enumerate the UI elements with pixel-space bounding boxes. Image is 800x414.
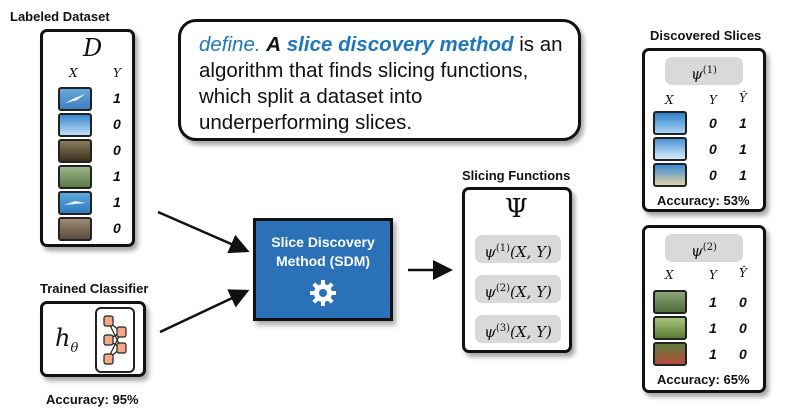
slice-2-y-1: 1	[709, 294, 717, 310]
dataset-image-bird-branch	[58, 165, 92, 189]
slice-2-yhat-2: 0	[739, 320, 747, 336]
classifier-symbol-theta: θ	[70, 340, 79, 356]
gear-icon	[310, 280, 336, 306]
discovered-title: Discovered Slices	[650, 28, 762, 43]
slice-1-y-2: 0	[709, 141, 717, 157]
dataset-image-bird-sky	[58, 87, 92, 111]
slice-2-y-2: 1	[709, 320, 717, 336]
slice-1-header: ψ(1)	[665, 57, 743, 85]
definition-lead: A	[266, 33, 282, 56]
slice-2-col-x: X	[665, 268, 674, 282]
dataset-image-gull-sky	[58, 191, 92, 215]
dataset-label-2: 0	[113, 116, 121, 132]
slice-2-header: ψ(2)	[665, 234, 743, 262]
functions-title: Slicing Functions	[462, 168, 571, 183]
arrow-classifier-to-sdm	[159, 289, 250, 334]
definition-define-word: define.	[199, 33, 261, 56]
slice-2-col-y: Y	[709, 268, 717, 282]
neural-network-icon	[95, 307, 135, 373]
dataset-col-y: Y	[113, 66, 121, 80]
dataset-title: Labeled Dataset	[10, 9, 110, 24]
dataset-label-3: 0	[113, 142, 121, 158]
slice-panel-2: ψ(2) X Y Ŷ 1 0 1 0 1 0 Accuracy: 65%	[642, 225, 766, 393]
slice-2-image-2	[653, 316, 687, 340]
classifier-accuracy: Accuracy: 95%	[46, 392, 139, 407]
sdm-line1: Slice Discovery	[271, 234, 375, 250]
dataset-image-train	[58, 139, 92, 163]
slice-1-y-3: 0	[709, 167, 717, 183]
slice-2-image-1	[653, 290, 687, 314]
function-item-3: ψ(3)(X, Y)	[475, 315, 561, 343]
slice-2-accuracy: Accuracy: 65%	[657, 372, 750, 387]
dataset-label-6: 0	[113, 220, 121, 236]
dataset-panel: D X Y 1 0 0 1 1 0	[40, 29, 135, 247]
sdm-box: Slice Discovery Method (SDM)	[253, 218, 393, 321]
slice-2-image-3	[653, 342, 687, 366]
definition-rest: is an algorithm that finds slicing funct…	[199, 33, 563, 134]
dataset-label-1: 1	[113, 90, 121, 106]
slice-1-accuracy: Accuracy: 53%	[657, 193, 750, 208]
dataset-image-cat	[58, 217, 92, 241]
slice-1-yhat-3: 1	[739, 167, 747, 183]
slice-1-image-1	[653, 111, 687, 135]
slice-1-col-x: X	[665, 93, 674, 107]
slice-1-image-3	[653, 163, 687, 187]
dataset-symbol: D	[83, 34, 103, 62]
slice-1-col-yhat: Ŷ	[739, 91, 747, 105]
slice-1-yhat-2: 1	[739, 141, 747, 157]
slice-1-col-y: Y	[709, 93, 717, 107]
classifier-symbol-h: h	[55, 324, 71, 352]
arrow-dataset-to-sdm	[157, 210, 250, 254]
slice-1-yhat-1: 1	[739, 115, 747, 131]
dataset-col-x: X	[69, 66, 78, 80]
function-item-2: ψ(2)(X, Y)	[475, 275, 561, 303]
classifier-title: Trained Classifier	[40, 281, 149, 296]
functions-symbol: Ψ	[505, 194, 528, 224]
slice-2-col-yhat: Ŷ	[739, 266, 747, 280]
slice-1-image-2	[653, 137, 687, 161]
slice-2-yhat-1: 0	[739, 294, 747, 310]
classifier-symbol: hθ	[55, 324, 78, 356]
dataset-label-5: 1	[113, 194, 121, 210]
slice-panel-1: ψ(1) X Y Ŷ 0 1 0 1 0 1 Accuracy: 53%	[642, 48, 766, 212]
sdm-line2: Method (SDM)	[275, 253, 371, 269]
definition-term: slice discovery method	[286, 33, 514, 56]
dataset-label-4: 1	[113, 168, 121, 184]
slice-2-y-3: 1	[709, 346, 717, 362]
function-item-1: ψ(1)(X, Y)	[475, 235, 561, 263]
functions-panel: Ψ ψ(1)(X, Y) ψ(2)(X, Y) ψ(3)(X, Y)	[462, 187, 572, 353]
slice-2-yhat-3: 0	[739, 346, 747, 362]
slice-1-y-1: 0	[709, 115, 717, 131]
definition-box: define. A slice discovery method is an a…	[178, 19, 581, 141]
dataset-image-cloudy-sky	[58, 113, 92, 137]
classifier-panel: hθ	[40, 301, 146, 377]
